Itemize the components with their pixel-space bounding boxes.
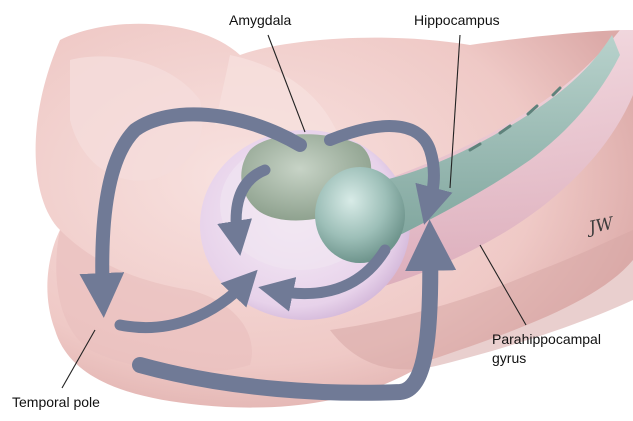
amygdala-label: Amygdala bbox=[229, 11, 291, 30]
parahippocampal-label-line1: Parahippocampal bbox=[492, 330, 601, 349]
parahippocampal-label-line2: gyrus bbox=[492, 349, 601, 368]
hippocampus-label: Hippocampus bbox=[414, 11, 500, 30]
parahippocampal-gyrus-label: Parahippocampal gyrus bbox=[492, 330, 601, 368]
hippocampal-head bbox=[315, 167, 405, 263]
temporal-pole-label: Temporal pole bbox=[12, 393, 100, 412]
